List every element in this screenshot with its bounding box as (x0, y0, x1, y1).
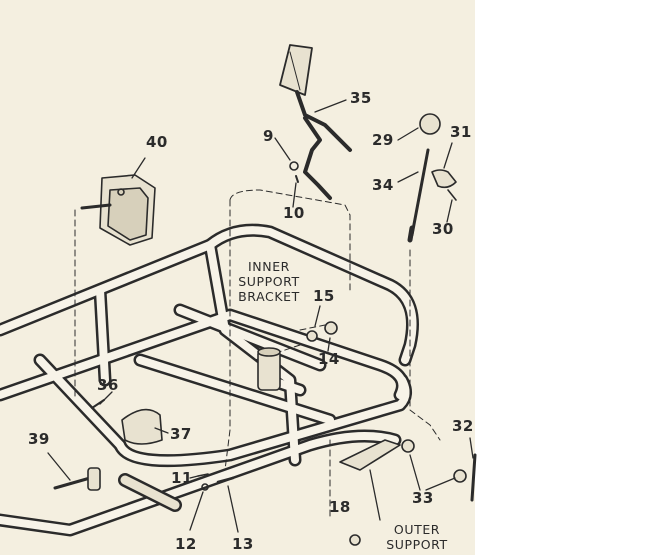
callout-37: 37 (170, 425, 192, 443)
inner-support-line1: INNER (248, 259, 290, 274)
callout-18: 18 (329, 498, 351, 516)
callout-31: 31 (450, 123, 472, 141)
callout-12: 12 (175, 535, 197, 553)
callout-30: 30 (432, 220, 454, 238)
callout-10: 10 (283, 204, 305, 222)
callout-36: 36 (97, 376, 119, 394)
callout-40: 40 (146, 133, 168, 151)
callout-11: 11 (171, 469, 193, 487)
clamp-block-part-40 (80, 174, 156, 246)
rod-part-34 (410, 148, 430, 237)
callout-39: 39 (28, 430, 50, 448)
pin-part-13 (216, 476, 235, 484)
outer-support-bracket-part (339, 439, 401, 471)
bolt-part-39 (53, 467, 101, 491)
clamp-part-31 (431, 169, 457, 189)
callout-14: 14 (318, 350, 340, 368)
nut-part-14 (324, 321, 338, 335)
inner-support-line2: SUPPORT (238, 274, 300, 289)
callout-9: 9 (263, 127, 274, 145)
callout-32: 32 (452, 417, 474, 435)
cotter-pin-part-11 (197, 473, 209, 477)
knob-part-29 (419, 113, 441, 135)
callout-arrows (47, 99, 474, 533)
outer-support-line1: OUTER (393, 522, 441, 537)
callout-15: 15 (313, 287, 335, 305)
inner-support-bracket-part (257, 347, 281, 391)
callout-34: 34 (372, 176, 394, 194)
callout-13: 13 (232, 535, 254, 553)
bolt-part-32 (470, 453, 477, 502)
washer-part-12 (201, 483, 209, 491)
pedal-part-35 (279, 44, 352, 200)
frame-tubes (0, 223, 419, 537)
clip-part-30 (447, 189, 457, 201)
callout-33: 33 (412, 489, 434, 507)
outer-support-line2: SUPPORT (386, 537, 448, 552)
bracket-part-37 (121, 408, 163, 445)
nut-part-18 (349, 534, 361, 546)
inner-support-line3: BRACKET (238, 289, 300, 304)
washer-part-33a (401, 439, 415, 453)
page-margin (475, 0, 650, 555)
callout-29: 29 (372, 131, 394, 149)
washer-part-9 (289, 161, 299, 171)
callout-35: 35 (350, 89, 372, 107)
inner-support-bracket-label: INNER SUPPORT BRACKET (232, 259, 306, 304)
washer-part-33b (453, 469, 467, 483)
pin-part-10 (295, 175, 299, 183)
bolt-part-15 (306, 330, 318, 342)
outer-support-label: OUTER SUPPORT (380, 522, 454, 552)
